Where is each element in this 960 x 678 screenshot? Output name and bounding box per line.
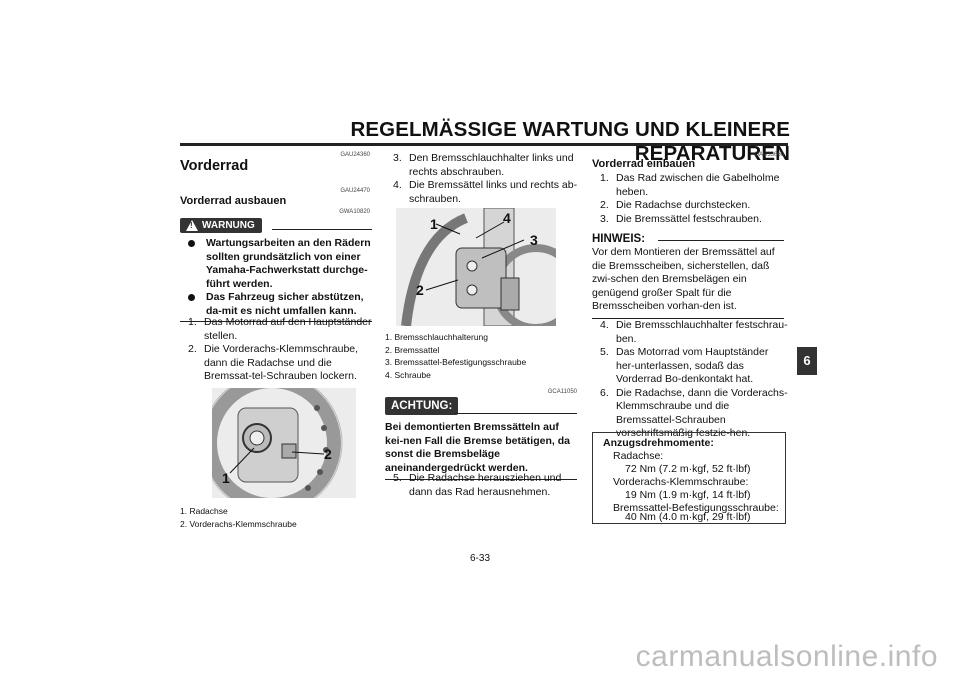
list-item: 3.Die Bremssättel festschrauben. [600,212,762,225]
note-box: HINWEIS: Vor dem Montieren der Bremssätt… [592,229,784,319]
page-number: 6-33 [469,553,490,564]
middle-captions: 1. Bremsschlauchhalterung 2. Bremssattel… [385,331,585,381]
list-item: 2.Die Vorderachs-Klemmschraube, dann die… [188,343,359,382]
middle-steps: 3.Den Bremsschlauchhalter links und rech… [385,152,581,206]
list-item: 4.Die Bremsschlauchhalter festschrau-ben… [600,319,788,345]
photo-label: 4 [503,210,511,226]
caption: 1. Bremsschlauchhalterung [385,332,489,342]
warning-code: GWA10820 [339,209,370,215]
torque-box: Anzugsdrehmomente: Radachse: 72 Nm (7.2 … [592,432,786,524]
note-text: Vor dem Montieren der Bremssättel auf di… [592,246,775,312]
list-item: 5.Die Radachse herausziehen und dann das… [393,472,562,498]
list-item: 5.Das Motorrad vom Hauptständer her-unte… [600,346,769,385]
warning-badge: WARNUNG [180,218,262,233]
torque-value: 19 Nm (1.9 m·kgf, 14 ft·lbf) [625,489,751,501]
warning-list: Wartungsarbeiten an den Rädern sollten g… [180,237,372,318]
list-item: 6.Die Radachse, dann die Vorderachs-Klem… [600,386,788,440]
caution-badge: ACHTUNG: [385,397,459,415]
install-code: GAU33660 [754,152,784,158]
remove-heading: Vorderrad ausbauen [180,195,287,207]
section-code: GAU24360 [340,152,370,158]
list-item: 1.Das Rad zwischen die Gabelholme heben. [600,172,780,198]
photo-label: 3 [530,232,538,248]
caution-code: GCA11050 [547,389,577,395]
photo-label: 2 [416,282,424,298]
middle-step-5: 5.Die Radachse herausziehen und dann das… [385,472,581,499]
torque-value: 40 Nm (4.0 m·kgf, 29 ft·lbf) [625,511,751,523]
watermark: carmanualsonline.info [635,640,938,673]
section-heading: Vorderrad [180,158,249,174]
warning-box: WARNUNG Wartungsarbeiten an den Rädern s… [180,215,372,322]
list-item: 2.Die Radachse durchstecken. [600,199,751,211]
list-item: 1.Das Motorrad auf den Hauptständer stel… [188,316,372,342]
warning-bullet: Das Fahrzeug sicher abstützen, da-mit es… [180,291,372,318]
axle-illustration [212,388,356,498]
caution-box: ACHTUNG: Bei demontierten Bremssätteln a… [385,396,577,480]
photo-label: 1 [430,216,438,232]
remove-code: GAU24470 [340,188,370,194]
remove-steps: 1.Das Motorrad auf den Hauptständer stel… [180,316,372,384]
caliper-photo: 1 2 3 4 [396,208,556,326]
caption: 4. Schraube [385,369,431,380]
photo-label: 1 [222,470,230,486]
install-steps-1: 1.Das Rad zwischen die Gabelholme heben.… [592,172,788,226]
caliper-illustration [396,208,556,326]
caption: 2. Vorderachs-Klemmschraube [180,518,297,529]
install-heading: Vorderrad einbauen [592,158,696,170]
left-captions: 1. Radachse 2. Vorderachs-Klemmschraube [180,505,380,530]
torque-label: Radachse: [613,450,664,462]
title-rule [180,143,788,146]
torque-label: Vorderachs-Klemmschraube: [613,476,749,488]
torque-title: Anzugsdrehmomente: [603,437,714,449]
page-title: REGELMÄSSIGE WARTUNG UND KLEINERE REPARA… [350,118,790,165]
warning-triangle-icon [186,220,198,231]
list-item: 3.Den Bremsschlauchhalter links und rech… [393,152,574,178]
caption: 1. Radachse [180,506,228,516]
torque-label: Bremssattel-Befestigungsschraube: [613,502,779,514]
caption: 2. Bremssattel [385,344,440,355]
chapter-tab: 6 [797,347,817,375]
install-steps-2: 4.Die Bremsschlauchhalter festschrau-ben… [592,319,788,441]
note-label: HINWEIS: [592,233,646,245]
photo-label: 2 [324,446,332,462]
axle-photo: 1 2 [212,388,356,498]
torque-value: 72 Nm (7.2 m·kgf, 52 ft·lbf) [625,463,751,475]
caution-text: Bei demontierten Bremssätteln auf kei-ne… [385,421,570,474]
warning-bullet: Wartungsarbeiten an den Rädern sollten g… [180,237,372,291]
list-item: 4.Die Bremssättel links und rechts ab-sc… [393,179,578,205]
caption: 3. Bremssattel-Befestigungsschraube [385,357,527,367]
